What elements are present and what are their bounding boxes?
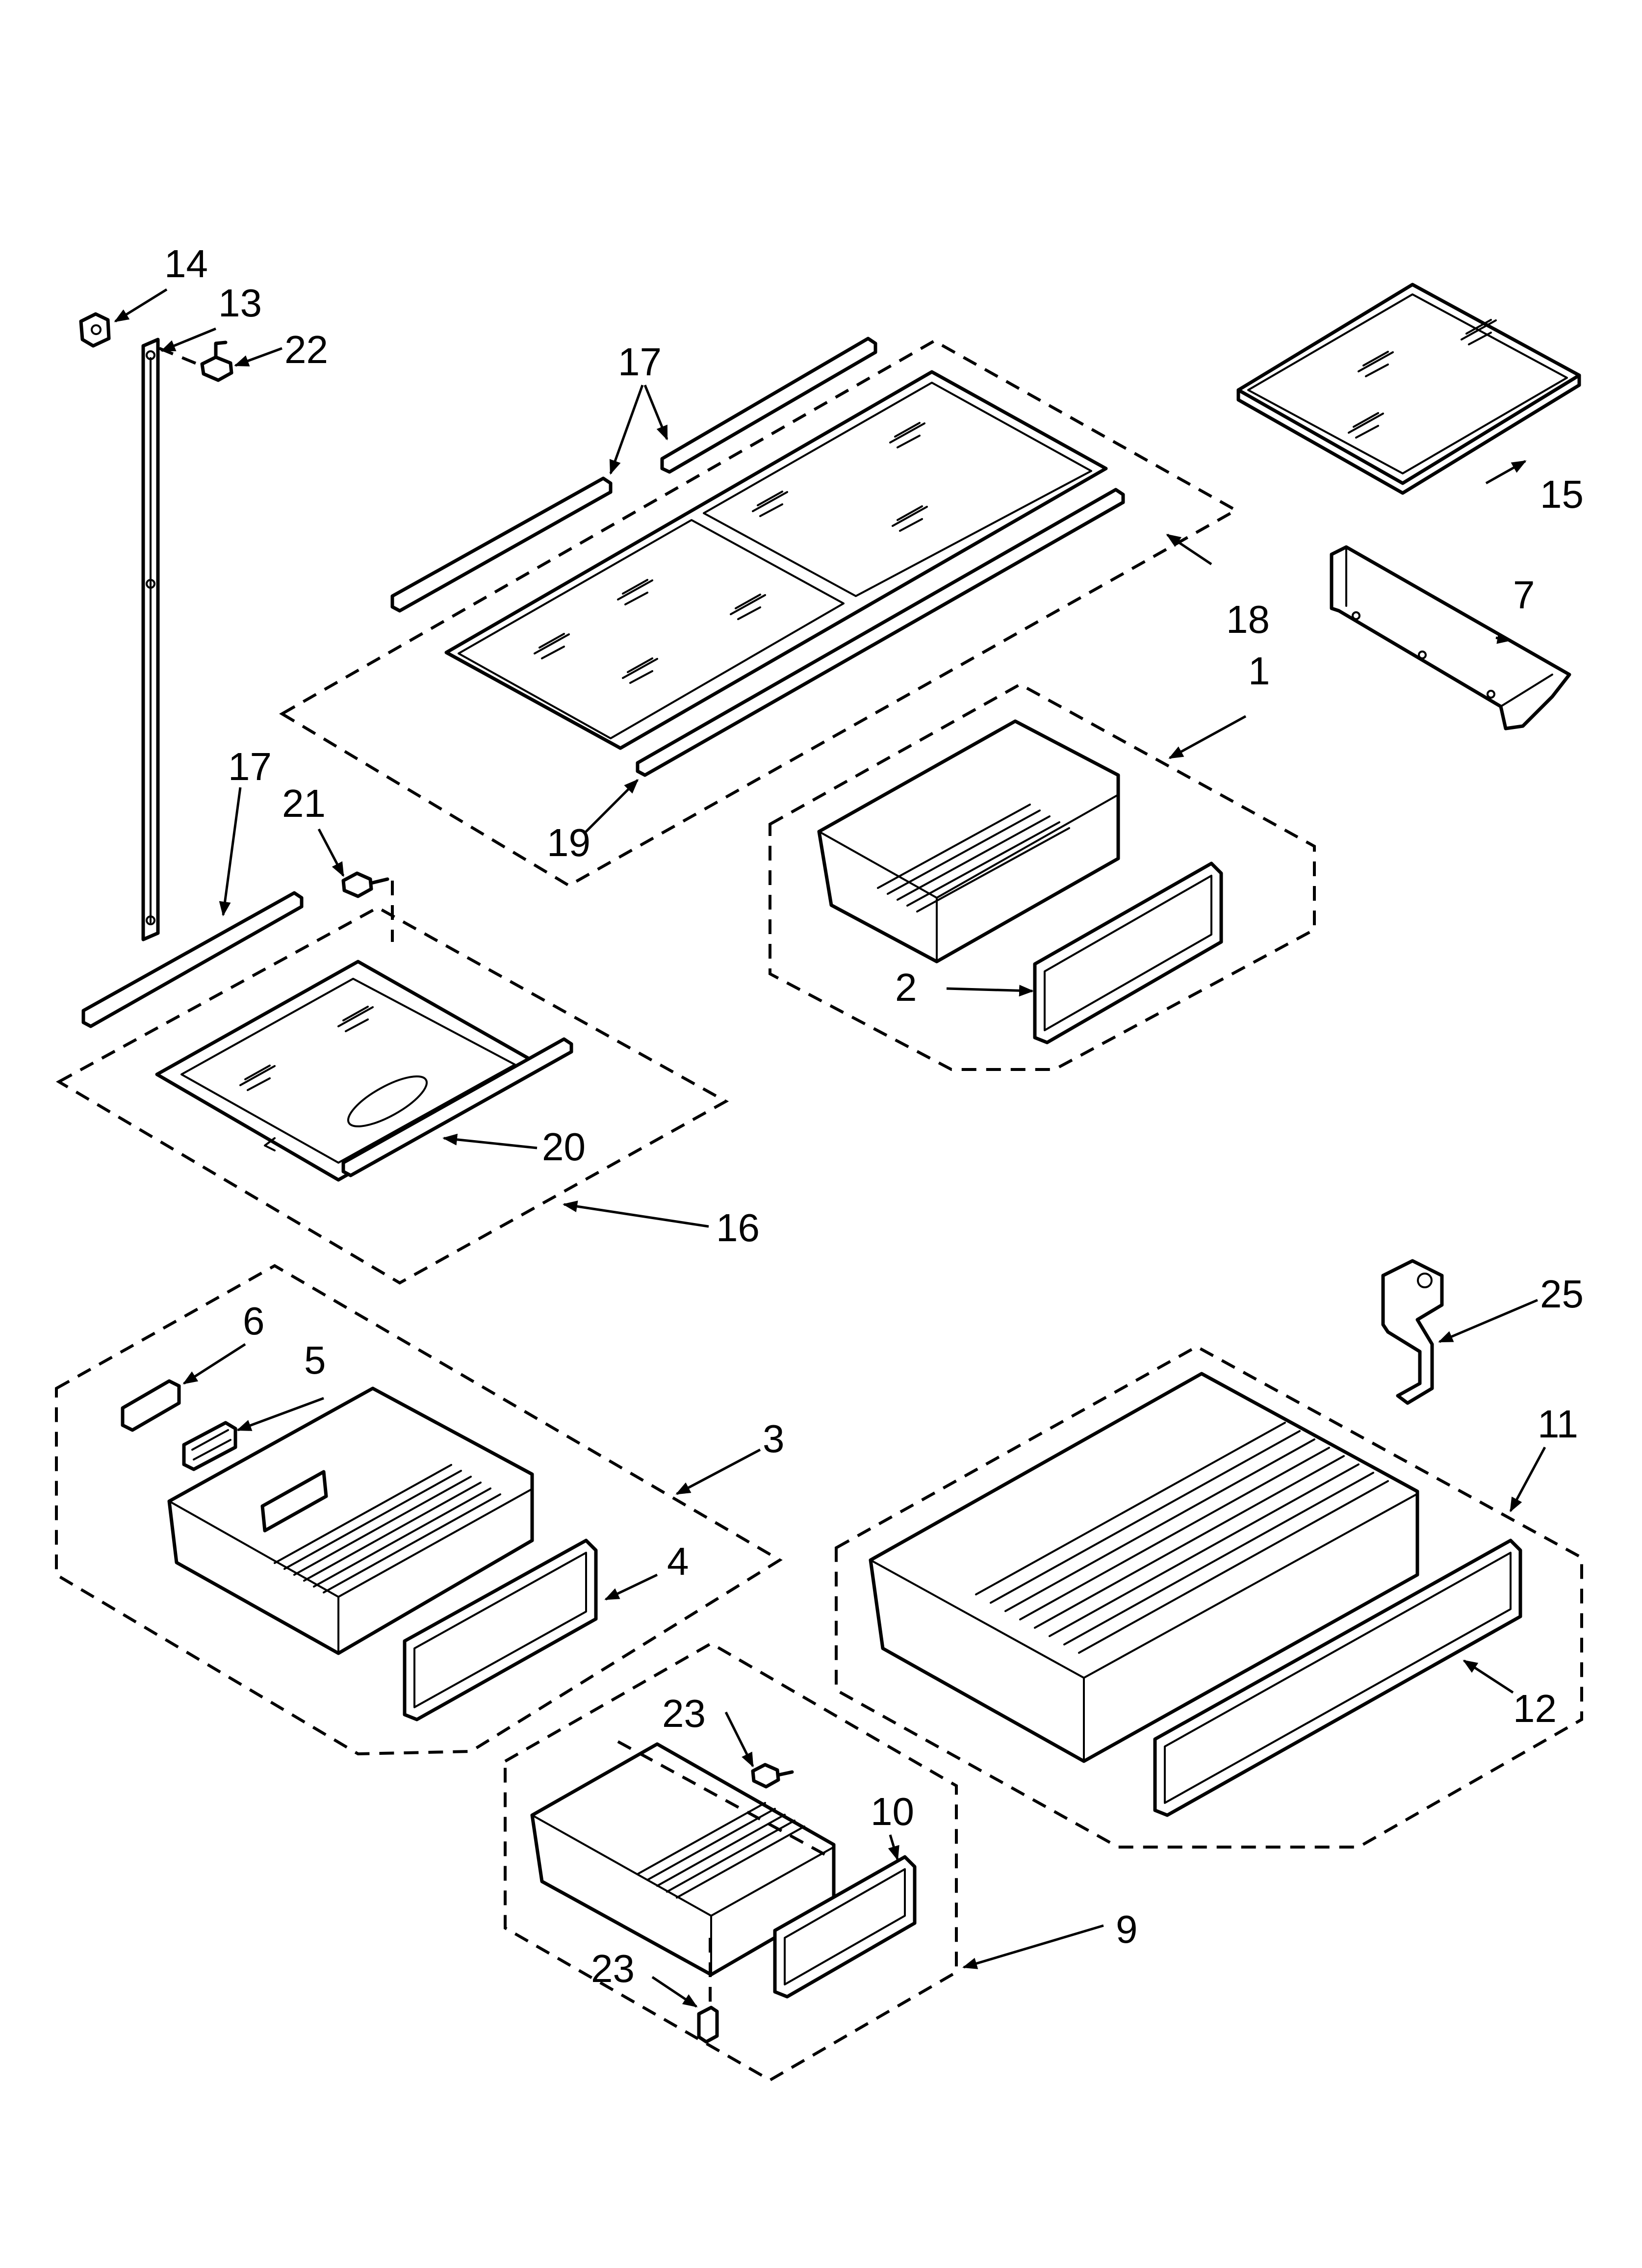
callout-1: 1 — [1248, 649, 1270, 693]
callout-19: 19 — [547, 821, 590, 864]
callout-17-top: 17 — [618, 340, 662, 384]
callout-13: 13 — [218, 281, 262, 325]
callout-10: 10 — [871, 1790, 914, 1833]
large-drawer-part — [835, 1345, 1583, 1849]
leader-lines — [114, 288, 1546, 2008]
bracket-part — [1381, 1259, 1444, 1405]
callout-17-left: 17 — [228, 745, 272, 788]
callout-15: 15 — [1540, 472, 1584, 516]
callout-5: 5 — [304, 1338, 326, 1382]
deli-pan-assembly-part — [55, 1264, 783, 1756]
callout-18: 18 — [1226, 598, 1270, 641]
callout-23-top: 23 — [662, 1692, 706, 1735]
callout-labels: 14 13 22 17 15 7 18 1 19 17 21 2 20 16 6… — [164, 242, 1584, 1990]
callout-2: 2 — [895, 965, 917, 1009]
callout-16: 16 — [716, 1206, 760, 1250]
callout-11: 11 — [1538, 1402, 1578, 1446]
slide-out-shelf-part — [1236, 283, 1581, 495]
callout-12: 12 — [1513, 1687, 1557, 1730]
callout-21: 21 — [282, 782, 326, 825]
callout-9: 9 — [1116, 1907, 1138, 1951]
callout-7: 7 — [1513, 573, 1535, 617]
callout-6: 6 — [243, 1299, 265, 1343]
small-drawer-assembly-part — [504, 1642, 958, 2082]
shelf-ladder-part — [141, 338, 160, 941]
lower-shelf-assembly-part — [55, 871, 729, 1285]
callout-20: 20 — [542, 1125, 586, 1169]
crisper-pan-assembly-part — [769, 682, 1316, 1071]
callout-22: 22 — [284, 328, 328, 371]
callout-23-bottom: 23 — [591, 1947, 635, 1990]
callout-25: 25 — [1540, 1272, 1584, 1316]
callout-3: 3 — [763, 1417, 785, 1460]
shelf-channel-part — [1330, 545, 1571, 730]
glass-shelf-assembly-part — [279, 337, 1239, 887]
callout-4: 4 — [667, 1539, 689, 1583]
callout-14: 14 — [164, 242, 208, 286]
end-cap-part — [79, 312, 111, 348]
